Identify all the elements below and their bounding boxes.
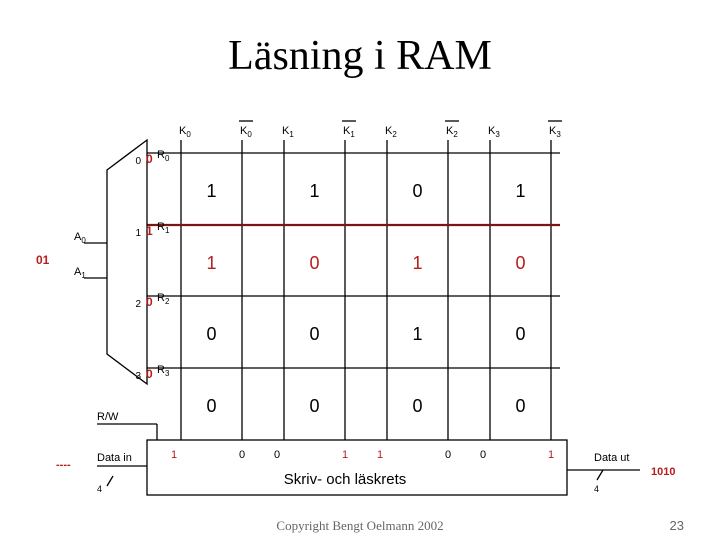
data-out-width: 4 [594,484,599,494]
cell-value-r0-c3: 1 [515,181,525,201]
bit-line-value-3: 1 [342,449,348,461]
column-label-k0: K0 [179,125,191,139]
cell-value-r1-c1: 0 [309,253,319,273]
decoder-output-index-3: 3 [135,371,141,382]
memory-cell-r0-c2 [395,172,440,208]
memory-cell-r1-c3 [498,244,543,280]
data-in-width: 4 [97,484,102,494]
bit-line-value-7: 1 [548,449,554,461]
memory-cell-r1-c0 [189,244,234,280]
row-label-r3: R3 [157,364,170,378]
address-label-a1: A1 [74,266,86,280]
decoder-output-index-2: 2 [135,299,141,310]
row-label-r0: R0 [157,149,170,163]
cell-value-r2-c1: 0 [309,324,319,344]
data-out-value: 1010 [651,466,675,478]
memory-cell-r2-c1 [292,315,337,351]
page-number: 23 [669,518,684,533]
column-label-k2: K2 [385,125,397,139]
memory-cell-r3-c3 [498,387,543,423]
column-label-k0-neg: K0 [240,125,252,139]
bit-line-value-2: 0 [274,449,280,461]
row-select-value-1: 1 [146,224,153,238]
read-write-circuit [146,439,568,496]
cell-value-r1-c3: 0 [515,253,525,273]
cell-value-r3-c3: 0 [515,396,525,416]
memory-cell-r2-c3 [498,315,543,351]
column-label-k1-neg: K1 [343,125,355,139]
bit-line-value-5: 0 [445,449,451,461]
column-label-k3-neg: K3 [549,125,561,139]
row-select-value-2: 0 [146,295,153,309]
data-in-bus-slash [106,475,114,487]
data-out-bus-slash [596,469,604,481]
row-label-r1: R1 [157,221,170,235]
address-decoder [106,138,148,386]
cell-value-r0-c1: 1 [309,181,319,201]
memory-cell-r0-c0 [189,172,234,208]
cell-value-r2-c0: 0 [206,324,216,344]
memory-cell-r1-c2 [395,244,440,280]
read-write-circuit-label: Skriv- och läskrets [284,471,407,488]
copyright-footer: Copyright Bengt Oelmann 2002 [276,518,444,533]
cell-value-r3-c1: 0 [309,396,319,416]
row-select-value-3: 0 [146,367,153,381]
column-label-k2-neg: K2 [446,125,458,139]
cell-value-r1-c0: 1 [206,253,216,273]
row-label-r2: R2 [157,292,170,306]
address-label-a0: A0 [74,231,86,245]
address-value: 01 [36,253,50,267]
data-in-label: Data in [97,452,132,464]
data-in-value: ---- [56,459,71,471]
row-select-value-0: 0 [146,152,153,166]
decoder-output-index-1: 1 [135,228,141,239]
cell-value-r3-c0: 0 [206,396,216,416]
memory-cell-r3-c1 [292,387,337,423]
bit-line-value-6: 0 [480,449,486,461]
memory-cell-r2-c2 [395,315,440,351]
cell-value-r2-c2: 1 [412,324,422,344]
cell-value-r0-c0: 1 [206,181,216,201]
decoder-output-index-0: 0 [135,156,141,167]
memory-cell-r3-c2 [395,387,440,423]
slide-title: Läsning i RAM [228,33,492,79]
bit-line-value-0: 1 [171,449,177,461]
memory-cell-r3-c0 [189,387,234,423]
cell-value-r0-c2: 0 [412,181,422,201]
column-label-k1: K1 [282,125,294,139]
bit-line-value-1: 0 [239,449,245,461]
memory-cell-r0-c3 [498,172,543,208]
memory-cell-r1-c1 [292,244,337,280]
column-label-k3: K3 [488,125,500,139]
cell-value-r2-c3: 0 [515,324,525,344]
rw-label: R/W [97,411,119,423]
cell-value-r3-c2: 0 [412,396,422,416]
data-out-label: Data ut [594,452,629,464]
memory-cell-r0-c1 [292,172,337,208]
bit-line-value-4: 1 [377,449,383,461]
memory-cell-r2-c0 [189,315,234,351]
cell-value-r1-c2: 1 [412,253,422,273]
